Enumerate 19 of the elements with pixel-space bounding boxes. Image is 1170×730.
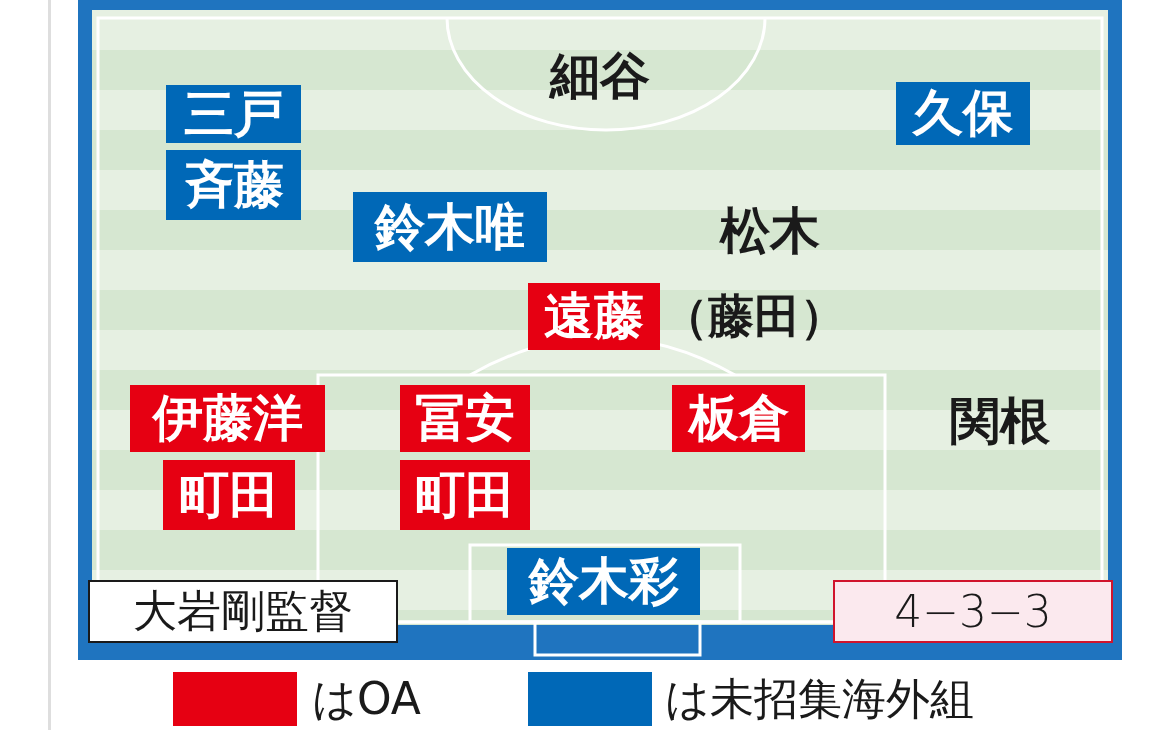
formation-box: 4−3−3	[833, 580, 1113, 643]
player-name-badge: 鈴木彩	[507, 548, 700, 615]
legend-text: はOA	[312, 671, 421, 726]
coach-name-box: 大岩剛監督	[88, 580, 398, 643]
player-name-badge: 伊藤洋	[130, 385, 325, 452]
legend-text: は未招集海外組	[665, 671, 974, 726]
player-name: 関根	[920, 385, 1080, 457]
substitute-name: （藤田）	[662, 287, 846, 345]
player-name-badge: 斉藤	[166, 150, 301, 220]
player-name-badge: 久保	[896, 82, 1030, 145]
player-name-badge: 冨安	[400, 385, 530, 452]
player-name-badge: 町田	[163, 460, 295, 530]
player-name-badge: 鈴木唯	[353, 192, 547, 262]
player-name: 松木	[690, 195, 850, 267]
player-name-badge: 板倉	[672, 385, 805, 452]
player-name: 細谷	[520, 40, 680, 112]
player-name-badge: 三戸	[166, 85, 301, 143]
player-name-badge: 遠藤	[528, 283, 660, 350]
player-name-badge: 町田	[400, 460, 530, 530]
